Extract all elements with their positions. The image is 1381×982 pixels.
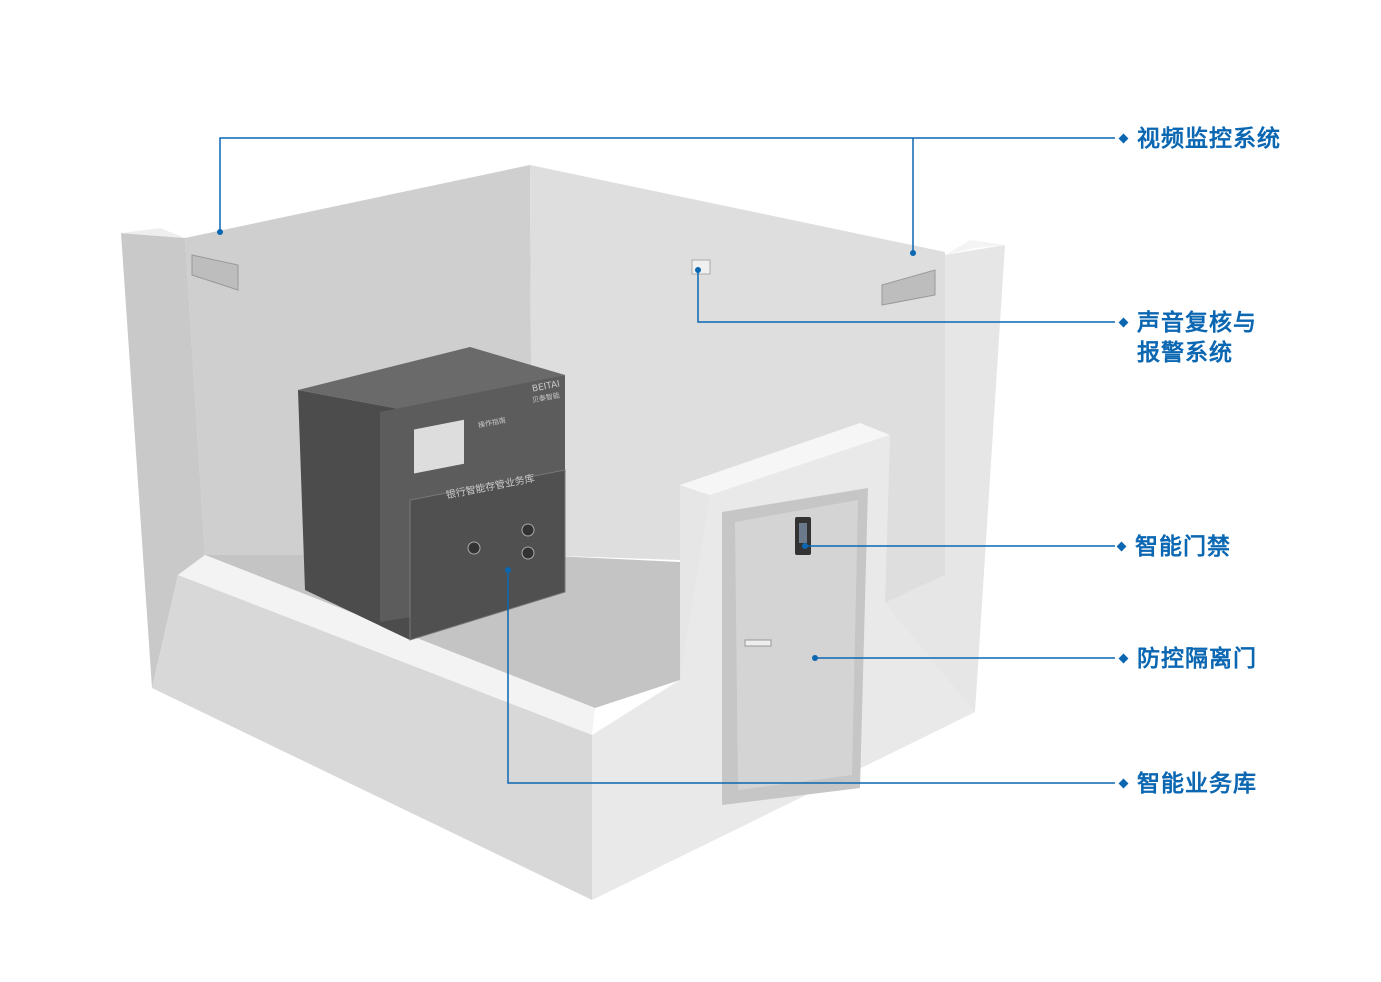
camera-left-icon	[191, 254, 239, 291]
sound-sensor-icon	[691, 259, 711, 275]
left-wall-end	[121, 233, 205, 688]
label-sound-alarm-line1: 声音复核与	[1137, 310, 1257, 336]
isolation-door[interactable]	[735, 500, 858, 790]
touch-screen[interactable]	[414, 419, 464, 474]
front-left-wall-top	[178, 555, 595, 735]
door-wall-top	[680, 423, 890, 495]
right-wall-top	[945, 240, 1005, 255]
left-wall-top	[121, 228, 185, 238]
label-access-control: 智能门禁	[1135, 534, 1231, 560]
door-handle[interactable]	[744, 639, 772, 647]
label-smart-vault: 智能业务库	[1137, 771, 1257, 797]
label-sound-alarm-line2: 报警系统	[1137, 340, 1233, 366]
leader-lines	[219, 137, 1115, 784]
camera-right-icon	[881, 269, 936, 306]
front-left-wall-face	[152, 575, 592, 900]
vault-cabinet-doors[interactable]	[409, 469, 566, 641]
label-video-surveillance: 视频监控系统	[1137, 126, 1281, 152]
label-isolation-door: 防控隔离门	[1137, 646, 1257, 672]
vault-cabinet-top	[298, 347, 565, 410]
back-right-wall	[530, 165, 945, 603]
